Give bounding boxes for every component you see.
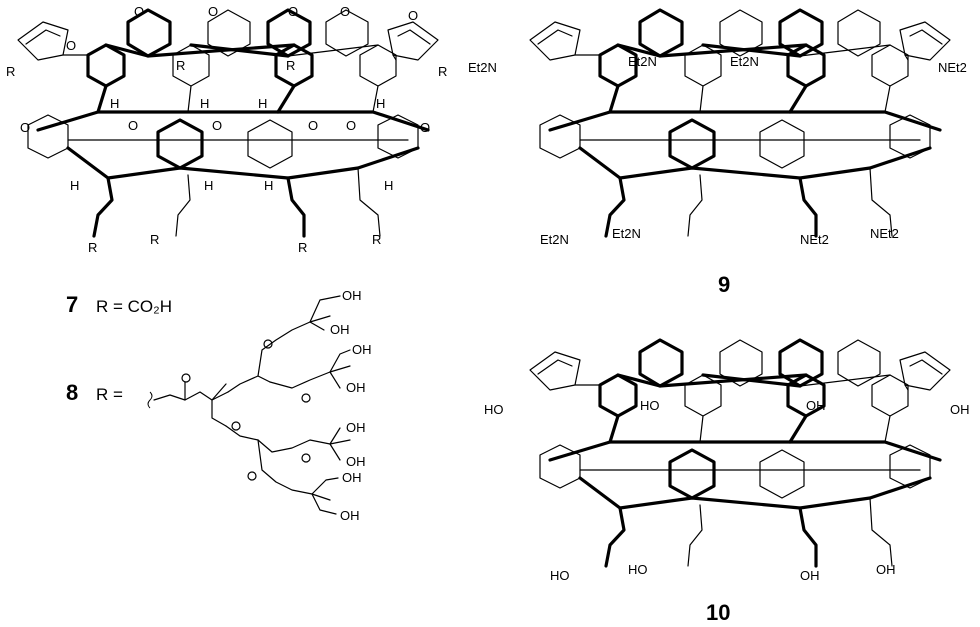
- rim-h-label: H: [110, 96, 119, 111]
- top-o-label: O: [66, 38, 76, 53]
- foot-h-label: H: [264, 178, 273, 193]
- foot-amine-label: Et2N: [612, 226, 641, 241]
- foot-h-label: H: [384, 178, 393, 193]
- pendant-r-label: R: [438, 64, 447, 79]
- compound-number-9: 9: [718, 272, 730, 297]
- dendron-oh-label: OH: [352, 342, 372, 357]
- pendant-acid-label: OH: [950, 402, 970, 417]
- dendron-oh-label: OH: [346, 454, 366, 469]
- foot-r-label: R: [150, 232, 159, 247]
- rim-h-label: H: [376, 96, 385, 111]
- pendant-amine-label: Et2N: [730, 54, 759, 69]
- pendant-acid-label: OH: [806, 398, 826, 413]
- foot-amine-label: NEt2: [870, 226, 899, 241]
- cavitand-7-8: O O O O O O O O O O O O R R R R H H H H …: [6, 4, 447, 255]
- foot-acid-label: OH: [800, 568, 820, 583]
- compound-number-8: 8: [66, 380, 78, 405]
- foot-h-label: H: [204, 178, 213, 193]
- foot-r-label: R: [298, 240, 307, 255]
- top-o-label: O: [134, 4, 144, 19]
- mid-o-label: O: [212, 118, 222, 133]
- top-o-label: O: [208, 4, 218, 19]
- rim-h-label: H: [200, 96, 209, 111]
- top-o-label: O: [408, 8, 418, 23]
- foot-r-label: R: [88, 240, 97, 255]
- dendron-structure: [147, 295, 351, 515]
- dendron-oh-label: OH: [346, 380, 366, 395]
- pendant-amine-label: NEt2: [938, 60, 967, 75]
- foot-r-label: R: [372, 232, 381, 247]
- dendron-oh-label: OH: [342, 470, 362, 485]
- top-o-label: O: [288, 4, 298, 19]
- dendron-oh-label: OH: [340, 508, 360, 523]
- dendron-oh-label: OH: [330, 322, 350, 337]
- top-o-label: O: [340, 4, 350, 19]
- foot-amine-label: Et2N: [540, 232, 569, 247]
- pendant-acid-label: HO: [640, 398, 660, 413]
- cavitand-10: HO HO OH OH HO HO OH OH: [484, 338, 970, 583]
- pendant-r-label: R: [176, 58, 185, 73]
- foot-amine-label: NEt2: [800, 232, 829, 247]
- foot-acid-label: HO: [550, 568, 570, 583]
- rim-h-label: H: [258, 96, 267, 111]
- pendant-amine-label: Et2N: [468, 60, 497, 75]
- foot-acid-label: OH: [876, 562, 896, 577]
- mid-o-label: O: [128, 118, 138, 133]
- pendant-r-label: R: [286, 58, 295, 73]
- cavitand-9: Et2N Et2N Et2N NEt2 Et2N Et2N NEt2 NEt2: [468, 8, 967, 247]
- pendant-acid-label: HO: [484, 402, 504, 417]
- compound-number-10: 10: [706, 600, 730, 625]
- mid-o-label: O: [346, 118, 356, 133]
- mid-o-label: O: [420, 120, 430, 135]
- foot-h-label: H: [70, 178, 79, 193]
- r-definition-8: R =: [96, 385, 123, 404]
- mid-o-label: O: [308, 118, 318, 133]
- r-definition-7: R = CO₂H: [96, 297, 172, 316]
- dendron-oh-label: OH: [342, 288, 362, 303]
- mid-o-label: O: [20, 120, 30, 135]
- compound-number-7: 7: [66, 292, 78, 317]
- pendant-amine-label: Et2N: [628, 54, 657, 69]
- dendron-oh-label: OH: [346, 420, 366, 435]
- foot-acid-label: HO: [628, 562, 648, 577]
- pendant-r-label: R: [6, 64, 15, 79]
